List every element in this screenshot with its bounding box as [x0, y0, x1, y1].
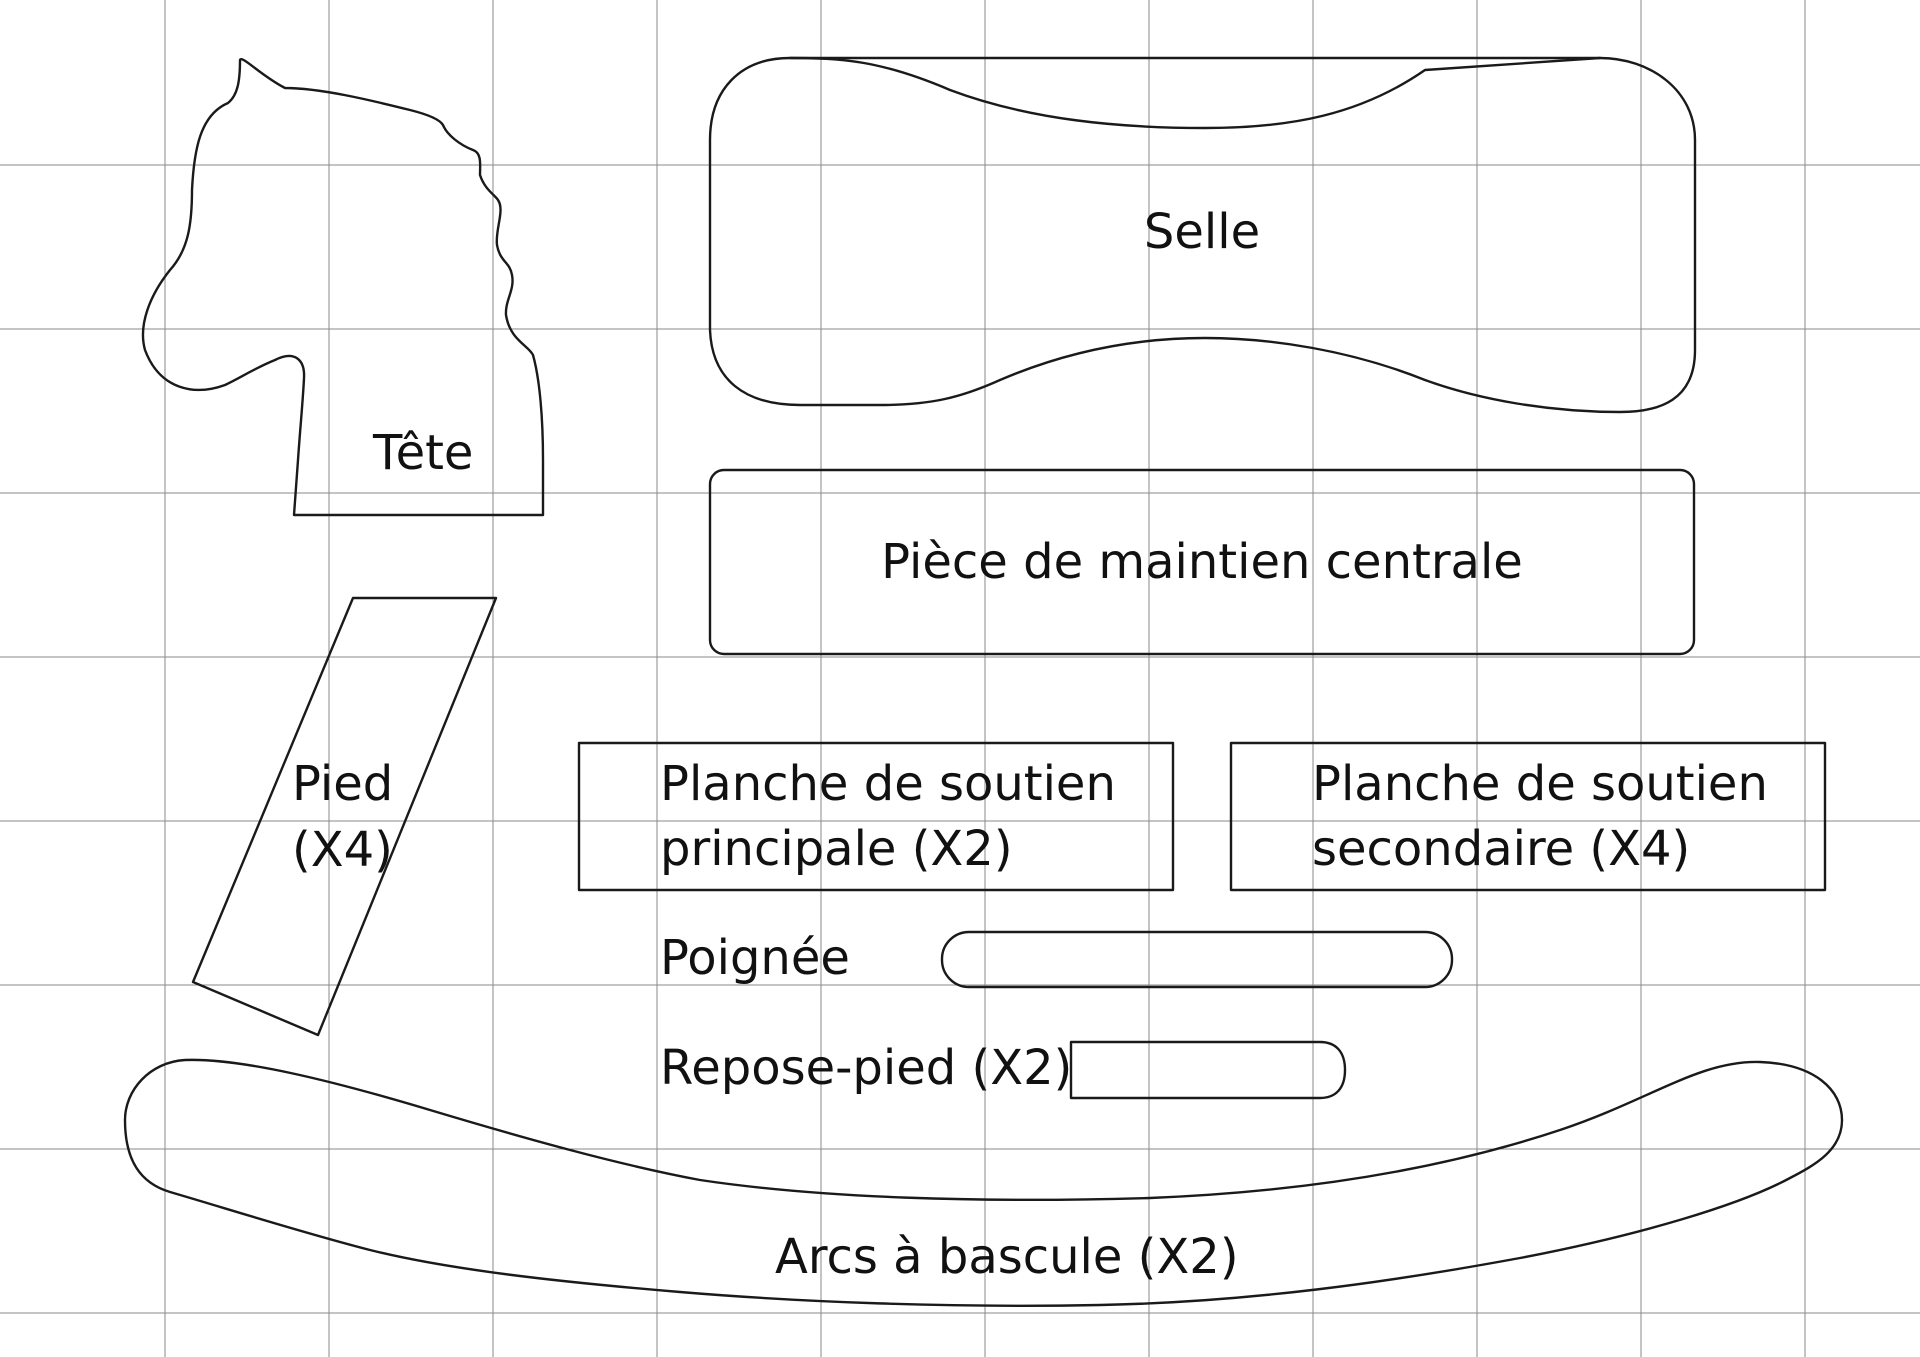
piece-tete: Tête	[141, 58, 545, 517]
planche-secondaire-outline	[1229, 741, 1827, 892]
pied-label-line1: Pied	[292, 756, 393, 812]
piece-pied: Pied (X4)	[191, 596, 498, 1037]
pied-label-line2: (X4)	[292, 822, 393, 878]
repose-pied-outline	[1069, 1040, 1347, 1100]
maintien-label: Pièce de maintien centrale	[881, 534, 1523, 590]
piece-poignee: Poignée	[660, 930, 1454, 989]
piece-maintien-centrale: Pièce de maintien centrale	[708, 468, 1696, 656]
arcs-label: Arcs à bascule (X2)	[775, 1229, 1239, 1285]
piece-planche-secondaire: Planche de soutien secondaire (X4)	[1229, 741, 1827, 892]
planche-principale-line1: Planche de soutien	[660, 756, 1116, 812]
selle-outline	[708, 56, 1697, 414]
poignee-outline	[940, 930, 1454, 989]
pied-outline	[191, 596, 498, 1037]
repose-pied-label: Repose-pied (X2)	[660, 1040, 1072, 1096]
tete-label: Tête	[372, 425, 473, 481]
selle-label: Selle	[1144, 204, 1260, 260]
arcs-outline	[123, 1058, 1844, 1307]
planche-secondaire-line1: Planche de soutien	[1312, 756, 1768, 812]
tete-outline	[141, 58, 545, 517]
planche-principale-outline	[577, 741, 1175, 892]
planche-principale-line2: principale (X2)	[660, 821, 1013, 877]
poignee-label: Poignée	[660, 930, 850, 986]
piece-selle: Selle	[708, 56, 1697, 414]
maintien-outline	[708, 468, 1696, 656]
piece-repose-pied: Repose-pied (X2)	[660, 1040, 1347, 1100]
planche-secondaire-line2: secondaire (X4)	[1312, 821, 1690, 877]
selle-top-curve	[788, 56, 1602, 130]
piece-planche-principale: Planche de soutien principale (X2)	[577, 741, 1175, 892]
piece-arcs-bascule: Arcs à bascule (X2)	[123, 1058, 1844, 1307]
